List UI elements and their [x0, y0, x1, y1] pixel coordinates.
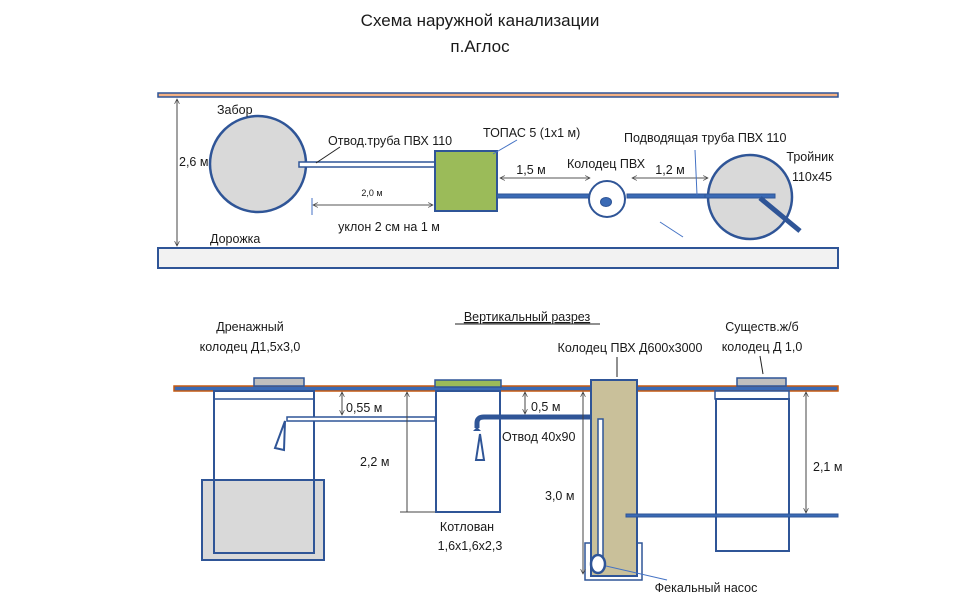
existing-well-body [715, 398, 790, 552]
topas-body-section [435, 390, 501, 513]
path-label: Дорожка [210, 232, 260, 246]
tee-pipe [704, 193, 776, 199]
tee-label-line1: Тройник [786, 150, 834, 164]
drain-well-label-line2: колодец Д1,5х3,0 [200, 340, 301, 354]
elbow-pipe [474, 414, 597, 428]
inlet-pipe-leader [694, 149, 698, 196]
outlet-pipe-leader [315, 146, 341, 164]
drain-well-collar [213, 390, 315, 400]
stray-leader [659, 221, 684, 238]
path-strip [157, 247, 839, 269]
dist-drain-topas-label: 2,0 м [361, 188, 382, 198]
title-line2: п.Аглос [450, 37, 510, 56]
pvc-well-inner [600, 197, 612, 207]
tee-branch [758, 196, 802, 233]
slope-label: уклон 2 см на 1 м [338, 220, 440, 234]
topas-leader [492, 139, 518, 155]
inlet-pipe-label: Подводящая труба ПВХ 110 [624, 131, 786, 145]
pipe-topas-well [496, 193, 595, 199]
pump-label: Фекальный насос [655, 581, 758, 595]
topas-label: ТОПАС 5 (1х1 м) [483, 126, 580, 140]
existing-well-leader [759, 355, 764, 375]
depth-30-label: 3,0 м [545, 489, 574, 503]
tee-label-line2: 110х45 [792, 170, 832, 184]
topas-lid [434, 379, 502, 388]
title-line1: Схема наружной канализации [361, 11, 600, 30]
section-view: Вертикальный разрез Дренажный колодец Д1… [173, 310, 842, 595]
depth-22-label: 2,2 м [360, 455, 389, 469]
depth-055-label: 0,55 м [346, 401, 382, 415]
fecal-pump [589, 553, 607, 575]
ground-line [173, 385, 839, 392]
outlet-pipe [298, 161, 436, 168]
elbow-tip [473, 427, 481, 431]
fence-line [157, 92, 839, 98]
pump-riser-pipe [597, 418, 604, 560]
pvc-well-plan-label: Колодец ПВХ [567, 157, 646, 171]
inlet-pipe-section [625, 513, 839, 518]
plan-view: 2,6 м Забор Отвод.труба ПВХ 110 2,0 м ук… [157, 92, 839, 269]
elbow-label: Отвод 40х90 [502, 430, 575, 444]
dist-well-tee-label: 1,2 м [655, 163, 684, 177]
drain-well-gravel [201, 479, 325, 561]
drain-well-lid [253, 377, 305, 387]
fence-label: Забор [217, 103, 253, 117]
depth-21-label: 2,1 м [813, 460, 842, 474]
drain-spout [273, 420, 286, 452]
width-dim-label: 2,6 м [179, 155, 208, 169]
existing-well-label-line1: Существ.ж/б [725, 320, 798, 334]
drain-well-plan [208, 114, 308, 214]
pit-label-line1: Котлован [440, 520, 494, 534]
outlet-pipe-section [286, 416, 436, 422]
existing-well-collar [714, 390, 790, 400]
drain-well-label-line1: Дренажный [216, 320, 283, 334]
dist-topas-well-label: 1,5 м [516, 163, 545, 177]
pump-leader [605, 565, 668, 581]
topas-unit-plan [434, 150, 498, 212]
section-heading: Вертикальный разрез [464, 310, 591, 324]
existing-well-lid [736, 377, 787, 387]
existing-well-label-line2: колодец Д 1,0 [722, 340, 803, 354]
depth-05-label: 0,5 м [531, 400, 560, 414]
drain-well-body [213, 390, 315, 554]
pit-label-line2: 1,6х1,6х2,3 [438, 539, 503, 553]
pvc-well-section-label: Колодец ПВХ Д600х3000 [558, 341, 703, 355]
outlet-pipe-label: Отвод.труба ПВХ 110 [328, 134, 452, 148]
topas-spout [474, 433, 486, 461]
